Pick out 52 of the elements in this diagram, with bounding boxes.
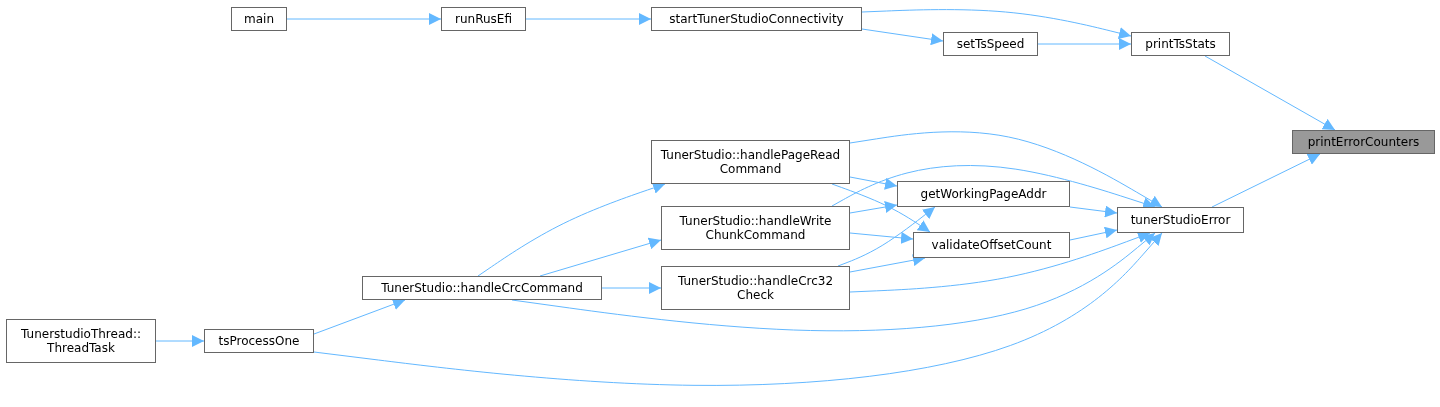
function-box [661, 266, 850, 310]
function-box [1292, 130, 1435, 154]
function-name: TunerStudio::handlePageRead Command [659, 148, 842, 176]
function-box [897, 181, 1070, 207]
arrow [849, 231, 914, 244]
arrow [1211, 153, 1321, 208]
function-box [651, 140, 850, 184]
function-name: TunerStudio::handleWrite ChunkCommand [678, 214, 833, 242]
function-name: validateOffsetCount [931, 238, 1052, 252]
arrow [861, 28, 944, 46]
function-box [362, 276, 602, 300]
arrow [849, 131, 1163, 208]
arrow [477, 182, 666, 277]
arrow [601, 282, 662, 294]
function-name: getWorkingPageAddr [920, 187, 1047, 201]
arrow [155, 335, 205, 347]
function-box [943, 32, 1038, 56]
arrow [1069, 226, 1118, 241]
arrow [1069, 205, 1118, 218]
function-name: printErrorCounters [1307, 135, 1420, 149]
function-name: tunerStudioError [1130, 213, 1231, 227]
arrow [525, 13, 652, 25]
arrow [313, 232, 1163, 386]
function-box [441, 7, 526, 31]
arrow [313, 298, 406, 335]
function-name: runRusEfi [455, 12, 512, 26]
function-name: setTsSpeed [956, 37, 1025, 51]
arrow [861, 9, 1132, 39]
function-name: TunerStudio::handleCrc32 Check [676, 274, 835, 302]
function-box [6, 319, 156, 363]
arrow [286, 13, 442, 25]
function-box [913, 232, 1070, 258]
arrow [849, 231, 1151, 293]
function-name: tsProcessOne [218, 334, 300, 348]
function-box [1117, 207, 1244, 233]
arrow [1204, 55, 1336, 131]
function-box [661, 206, 850, 250]
function-box [651, 7, 862, 31]
function-box [204, 329, 314, 353]
function-name: startTunerStudioConnectivity [669, 12, 844, 26]
arrow [831, 183, 931, 233]
function-box [231, 7, 287, 31]
arrow [837, 206, 936, 267]
function-name: main [244, 12, 274, 26]
arrow [849, 176, 898, 190]
function-box [1131, 32, 1230, 56]
function-name: TunerstudioThread:: ThreadTask [20, 327, 142, 355]
arrow [539, 237, 662, 277]
function-name: printTsStats [1145, 37, 1216, 51]
function-name: TunerStudio::handleCrcCommand [381, 281, 583, 295]
arrow [849, 201, 898, 214]
arrow [1037, 38, 1132, 50]
